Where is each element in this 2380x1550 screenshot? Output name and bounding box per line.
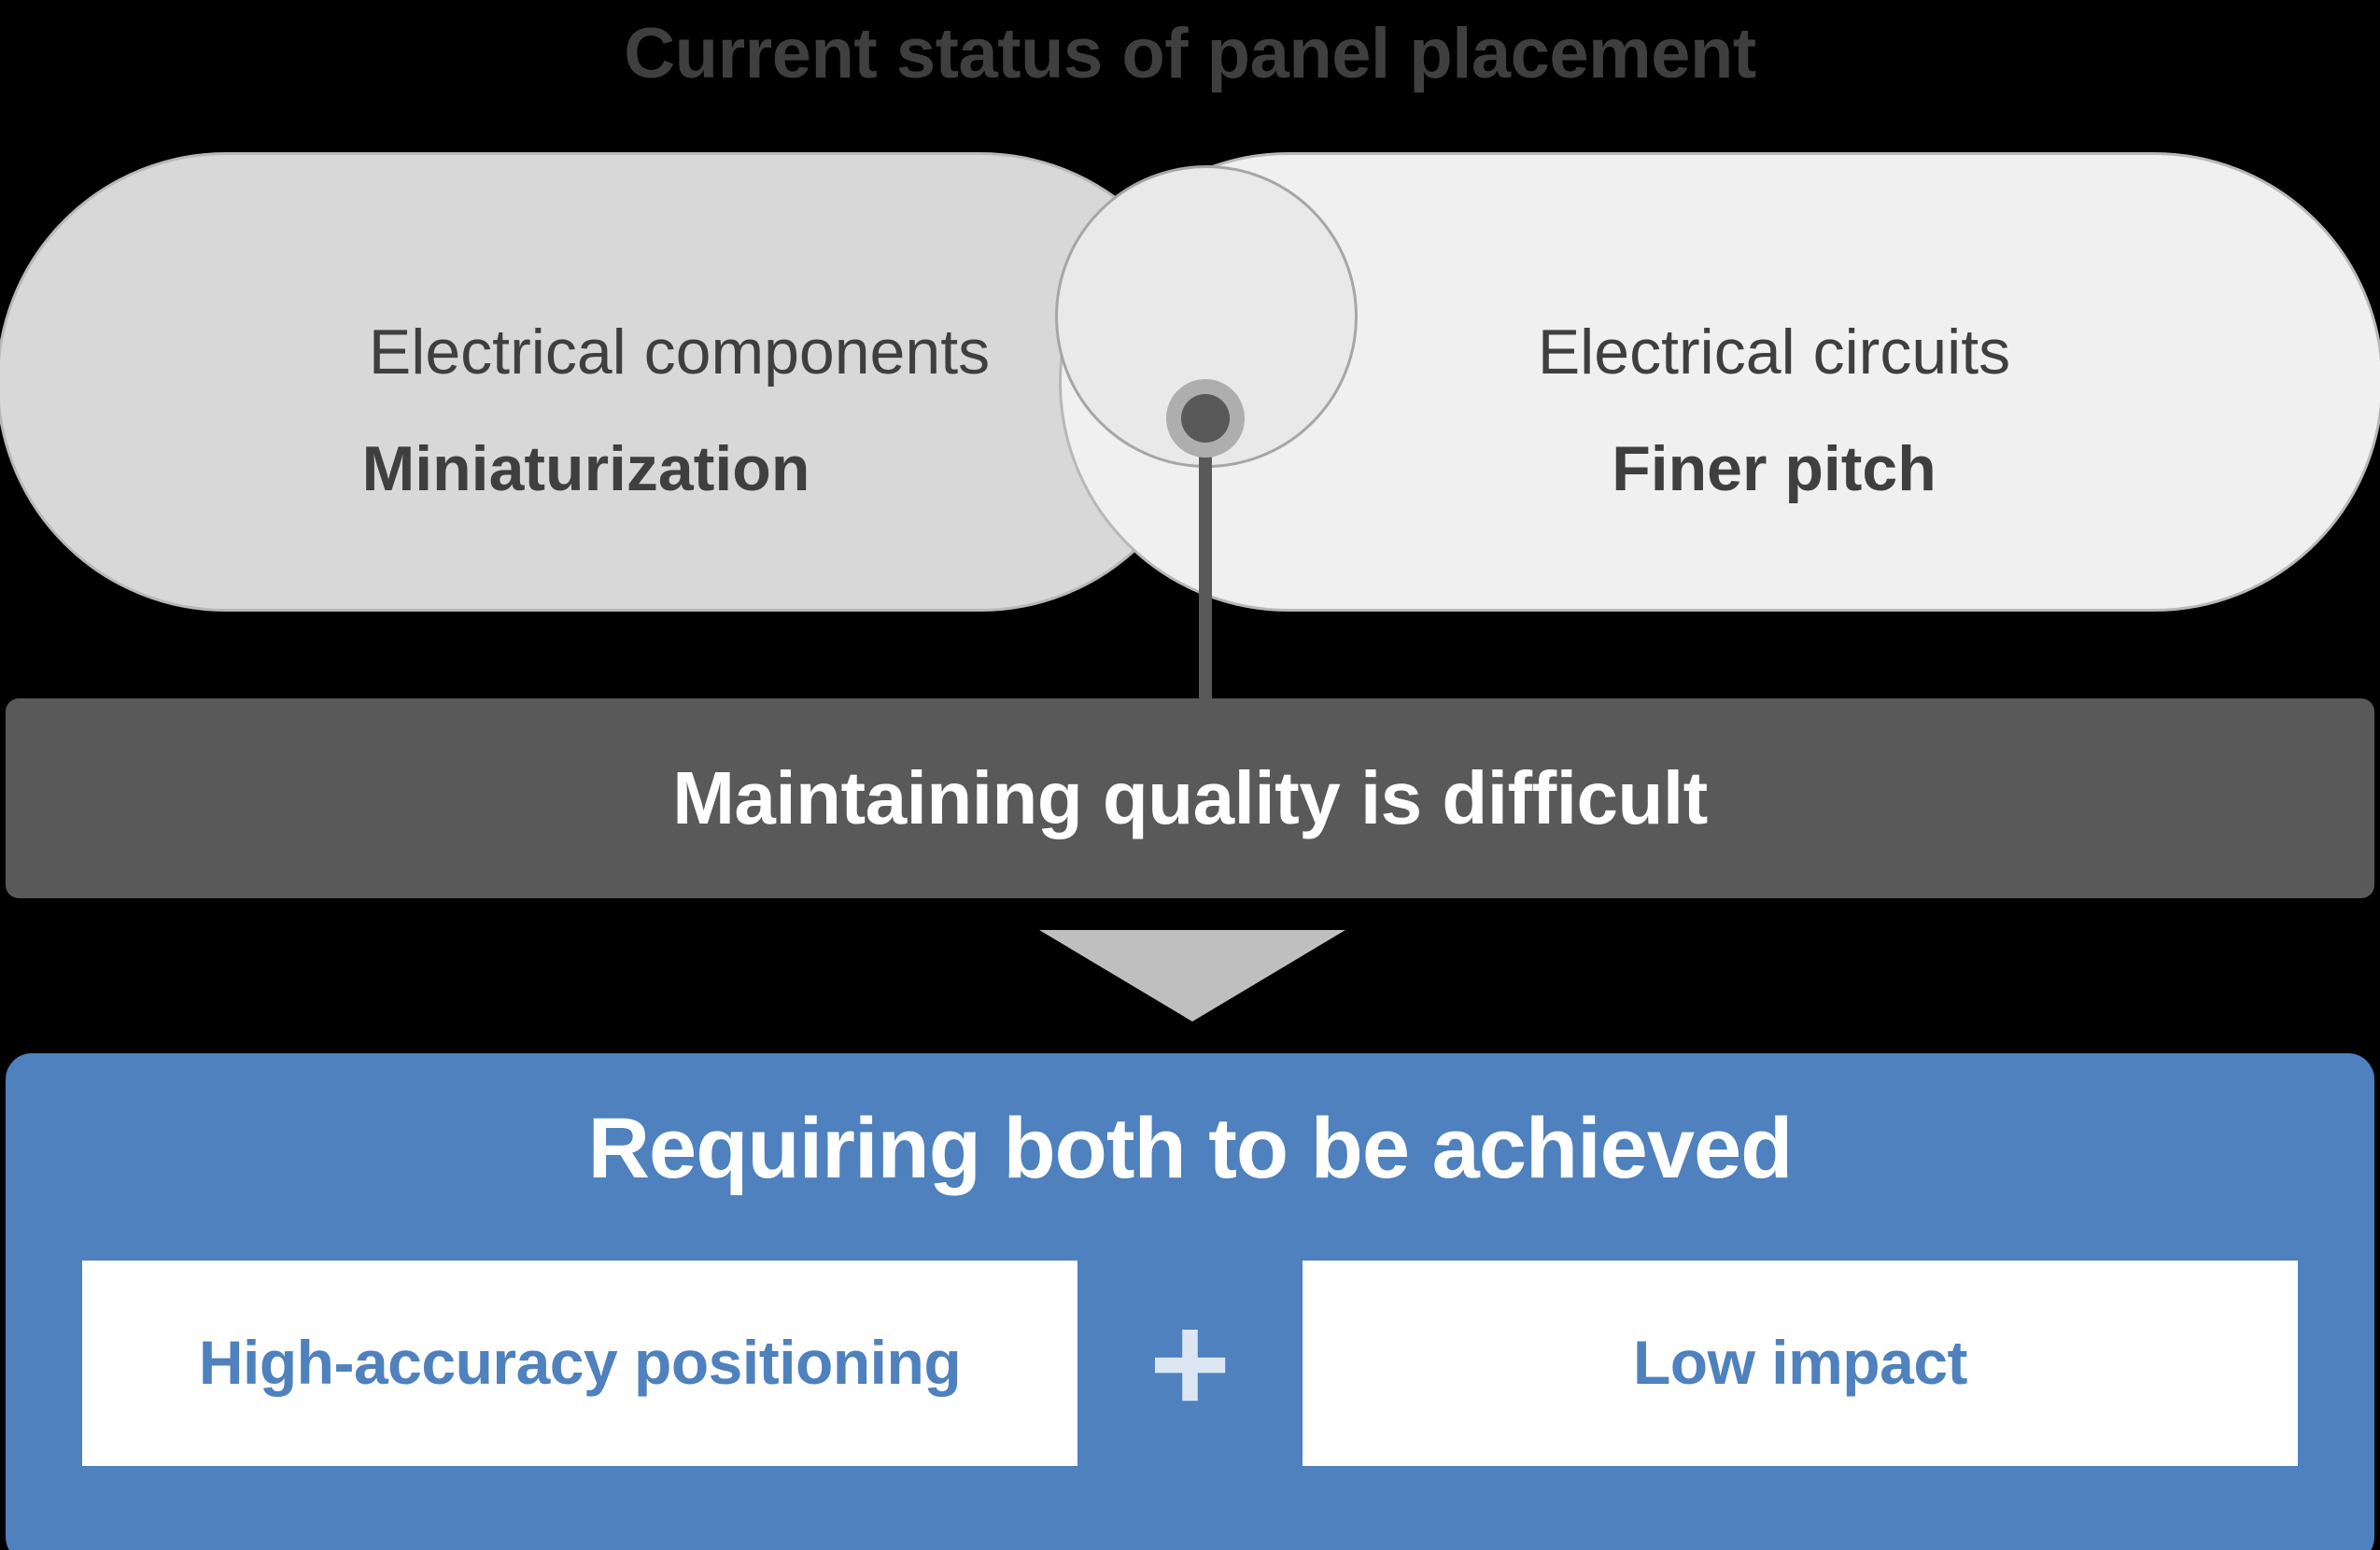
venn-right-heading: Electrical circuits [1537,317,2011,388]
venn-left-heading: Electrical components [368,317,991,388]
problem-statement-text: Maintaining quality is difficult [672,756,1708,839]
requirement-card-label: High-accuracy positioning [198,1328,962,1398]
connector-dot-icon [1181,394,1230,443]
down-arrow-icon [1039,930,1345,1022]
solution-panel: Requiring both to be achieved High-accur… [6,1053,2374,1550]
problem-statement-bar: Maintaining quality is difficult [6,698,2374,898]
requirement-card-low-impact: Low impact [1303,1261,2298,1466]
plus-icon: + [1148,1285,1232,1442]
venn-left-capsule [0,152,1210,612]
venn-right-subheading: Finer pitch [1612,433,1936,504]
connector-line [1199,411,1212,719]
venn-diagram: Electrical components Miniaturization El… [0,152,2380,612]
requirement-card-high-accuracy-positioning: High-accuracy positioning [82,1261,1077,1466]
solution-heading: Requiring both to be achieved [587,1101,1794,1196]
solution-requirements-row: High-accuracy positioning + Low impact [6,1261,2374,1466]
requirement-card-label: Low impact [1632,1328,1968,1398]
venn-left-subheading: Miniaturization [361,433,810,504]
page-title: Current status of panel placement [624,14,1756,93]
